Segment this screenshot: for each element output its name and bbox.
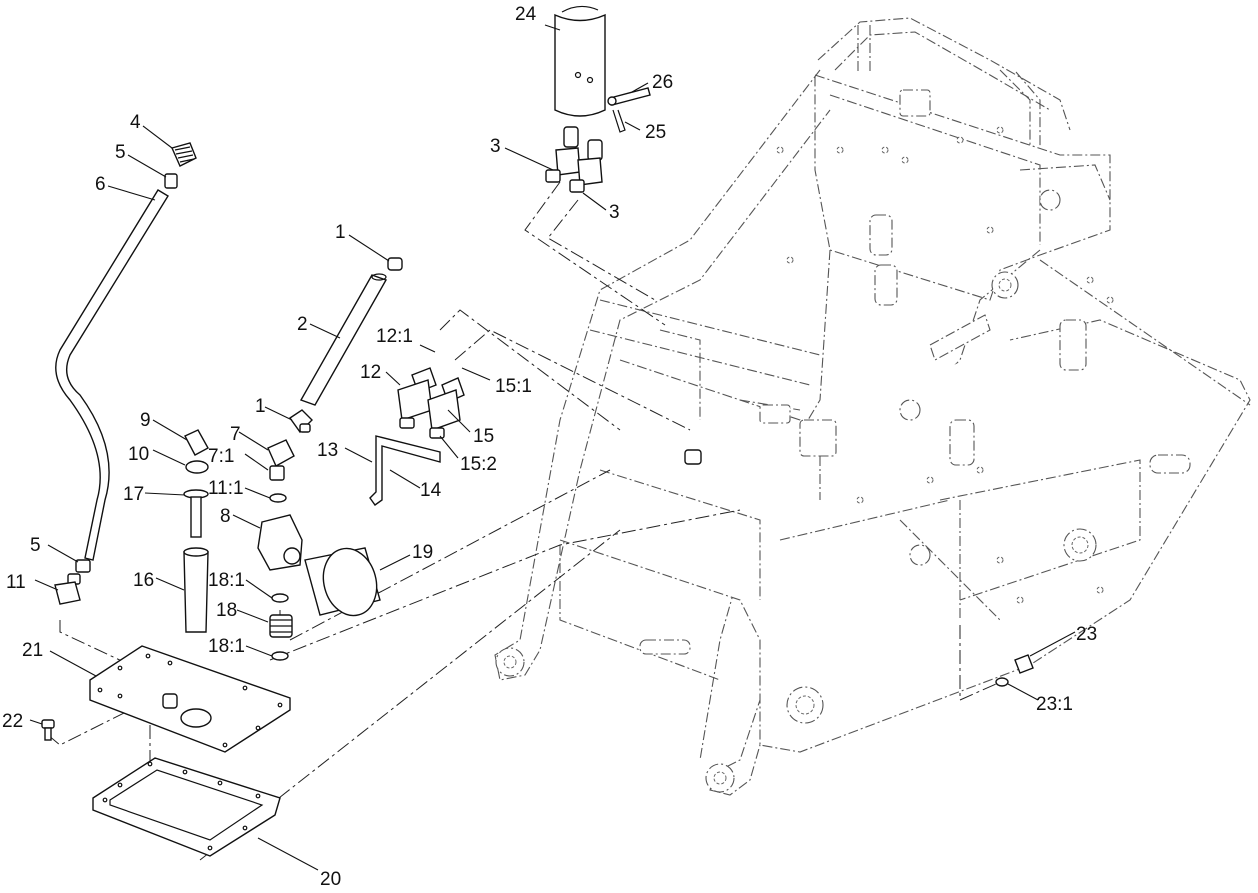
callout-5-bottom: 5 [30,535,41,556]
part-22-bolt[interactable] [41,719,55,741]
part-9-cap[interactable] [184,429,209,456]
part-24-sleeve[interactable] [554,5,606,117]
callout-20: 20 [320,869,341,890]
part-7-fitting[interactable] [267,439,295,481]
part-1-plug-top[interactable] [387,257,403,271]
leader-lines [29,24,1076,871]
callout-1-lower: 1 [255,396,266,417]
callout-1-top: 1 [335,222,346,243]
callout-21: 21 [22,640,43,661]
callout-11: 11 [6,572,26,593]
part-16-filler-neck[interactable] [183,547,209,633]
part-5-clamp-bottom[interactable] [75,559,91,573]
part-3-coupler-left[interactable] [545,126,581,183]
callout-3-right: 3 [609,202,620,223]
part-11-1-oring[interactable] [269,493,287,503]
part-23-plug[interactable] [1014,654,1034,674]
part-18-fitting[interactable] [269,614,293,638]
callout-18-1-lower: 18:1 [208,636,245,657]
callout-23-1: 23:1 [1036,694,1073,715]
callout-4: 4 [130,112,141,133]
callout-24: 24 [515,4,537,25]
callout-18: 18 [216,600,237,621]
callout-11-1: 11:1 [208,478,244,499]
callout-5-top: 5 [115,142,126,163]
part-18-1-oring-lower[interactable] [271,651,289,661]
callout-13: 13 [317,440,338,461]
part-14-bracket[interactable] [369,435,441,506]
part-25-clip[interactable] [612,109,626,133]
callout-23: 23 [1076,624,1097,645]
part-12-coupler[interactable] [397,367,437,429]
part-20-gasket[interactable] [92,757,281,857]
callout-labels: 24 26 25 3 3 4 5 6 1 2 12:1 12 15:1 1 15… [2,4,1097,890]
callout-14: 14 [420,480,442,501]
part-21-cover-plate[interactable] [89,645,291,753]
callout-25: 25 [645,122,666,143]
callout-7: 7 [230,424,241,445]
callout-22: 22 [2,711,23,732]
callout-8: 8 [220,506,231,527]
callout-15-1: 15:1 [495,376,532,397]
part-10-oring[interactable] [185,460,209,474]
callout-19: 19 [412,542,433,563]
part-6-hose[interactable] [55,189,169,561]
callout-16: 16 [133,570,154,591]
callout-3-left: 3 [490,136,501,157]
part-2-tube[interactable] [299,273,388,406]
callout-18-1-upper: 18:1 [208,570,245,591]
callout-17: 17 [123,484,144,505]
part-19-filter[interactable] [304,542,384,621]
callout-7-1: 7:1 [208,446,234,467]
assembly-lines [47,181,1006,861]
part-4-cap[interactable] [171,142,197,167]
part-3-coupler-right[interactable] [569,139,603,193]
machine-frame [494,17,1251,796]
callout-6: 6 [95,174,106,195]
part-5-clamp-top[interactable] [164,173,178,189]
callout-9: 9 [140,410,151,431]
callout-2: 2 [297,314,308,335]
part-8-filter-head[interactable] [257,514,303,571]
callout-10: 10 [128,444,149,465]
part-18-1-oring-upper[interactable] [271,593,289,603]
callout-12: 12 [360,362,381,383]
part-1-plug-lower[interactable] [289,409,313,434]
callout-12-1: 12:1 [376,326,413,347]
callout-15: 15 [473,426,494,447]
callout-15-2: 15:2 [460,454,497,475]
part-17-tube[interactable] [183,489,209,538]
part-26-pin[interactable] [607,87,651,106]
callout-26: 26 [652,72,673,93]
part-15-coupler[interactable] [427,377,465,439]
part-11-elbow[interactable] [54,573,81,605]
part-23-1-oring[interactable] [995,677,1009,687]
